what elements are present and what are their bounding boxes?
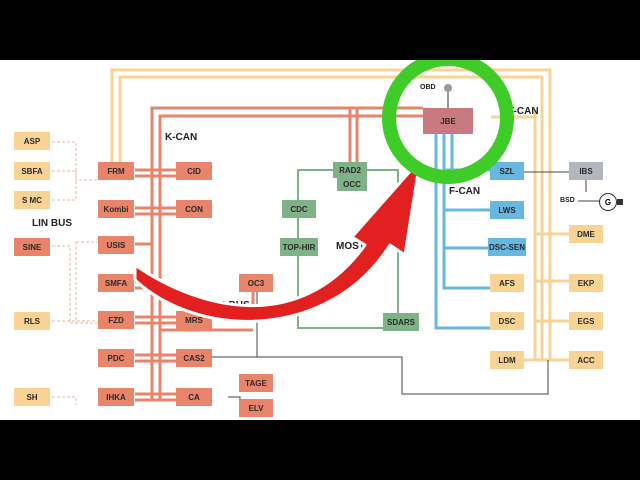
module-pdc: PDC: [98, 349, 134, 367]
module-rad2: RAD2: [333, 162, 367, 178]
obd-connector-stem: [447, 92, 449, 108]
module-tage: TAGE: [239, 374, 273, 392]
bus-label-linbus: LIN BUS: [32, 218, 72, 229]
module-occ: OCC: [337, 177, 367, 191]
module-smc: S MC: [14, 191, 50, 209]
module-top-hir: TOP-HIR: [280, 238, 318, 256]
module-dsc-sen: DSC-SEN: [488, 238, 526, 256]
module-oc3: OC3: [239, 274, 273, 292]
network-diagram: ASP SBFA S MC SINE RLS SH FRM Kombi USIS…: [0, 60, 640, 420]
module-sh: SH: [14, 388, 50, 406]
module-cdc: CDC: [282, 200, 316, 218]
bus-label-fcan: F-CAN: [449, 186, 481, 197]
generator-label: G: [604, 197, 612, 207]
module-rls: RLS: [14, 312, 50, 330]
module-fzd: FZD: [98, 311, 134, 329]
module-sbfa: SBFA: [14, 162, 50, 180]
module-ekp: EKP: [569, 274, 603, 292]
label-obd: OBD: [420, 84, 436, 91]
bus-wiring: [52, 68, 600, 416]
module-egs: EGS: [569, 312, 603, 330]
module-jbe: JBE: [423, 108, 473, 134]
generator-terminal: [617, 199, 623, 205]
label-bsd: BSD: [560, 197, 575, 204]
bus-label-tcan: T-CAN: [508, 106, 539, 117]
module-mrs: MRS: [176, 311, 212, 329]
bus-label-kcan: K-CAN: [165, 132, 198, 143]
module-sdars: SDARS: [383, 313, 419, 331]
module-usis: USIS: [98, 236, 134, 254]
module-dsc: DSC: [490, 312, 524, 330]
module-afs: AFS: [490, 274, 524, 292]
module-asp: ASP: [14, 132, 50, 150]
module-acc: ACC: [569, 351, 603, 369]
module-szl: SZL: [490, 162, 524, 180]
obd-connector-icon: [444, 84, 452, 92]
module-frm: FRM: [98, 162, 134, 180]
module-ca: CA: [176, 388, 212, 406]
module-lws: LWS: [490, 201, 524, 219]
generator-icon: G: [599, 193, 617, 211]
module-ihka: IHKA: [98, 388, 134, 406]
module-kombi: Kombi: [98, 200, 134, 218]
module-smfa: SMFA: [98, 274, 134, 292]
module-cid: CID: [176, 162, 212, 180]
bus-label-most: MOST: [336, 241, 365, 252]
module-dme: DME: [569, 225, 603, 243]
module-con: CON: [176, 200, 212, 218]
module-ldm: LDM: [490, 351, 524, 369]
bus-label-kbus: K-BUS: [218, 300, 250, 311]
module-cas2: CAS2: [176, 349, 212, 367]
module-sine: SINE: [14, 238, 50, 256]
module-elv: ELV: [239, 399, 273, 417]
module-ibs: IBS: [569, 162, 603, 180]
